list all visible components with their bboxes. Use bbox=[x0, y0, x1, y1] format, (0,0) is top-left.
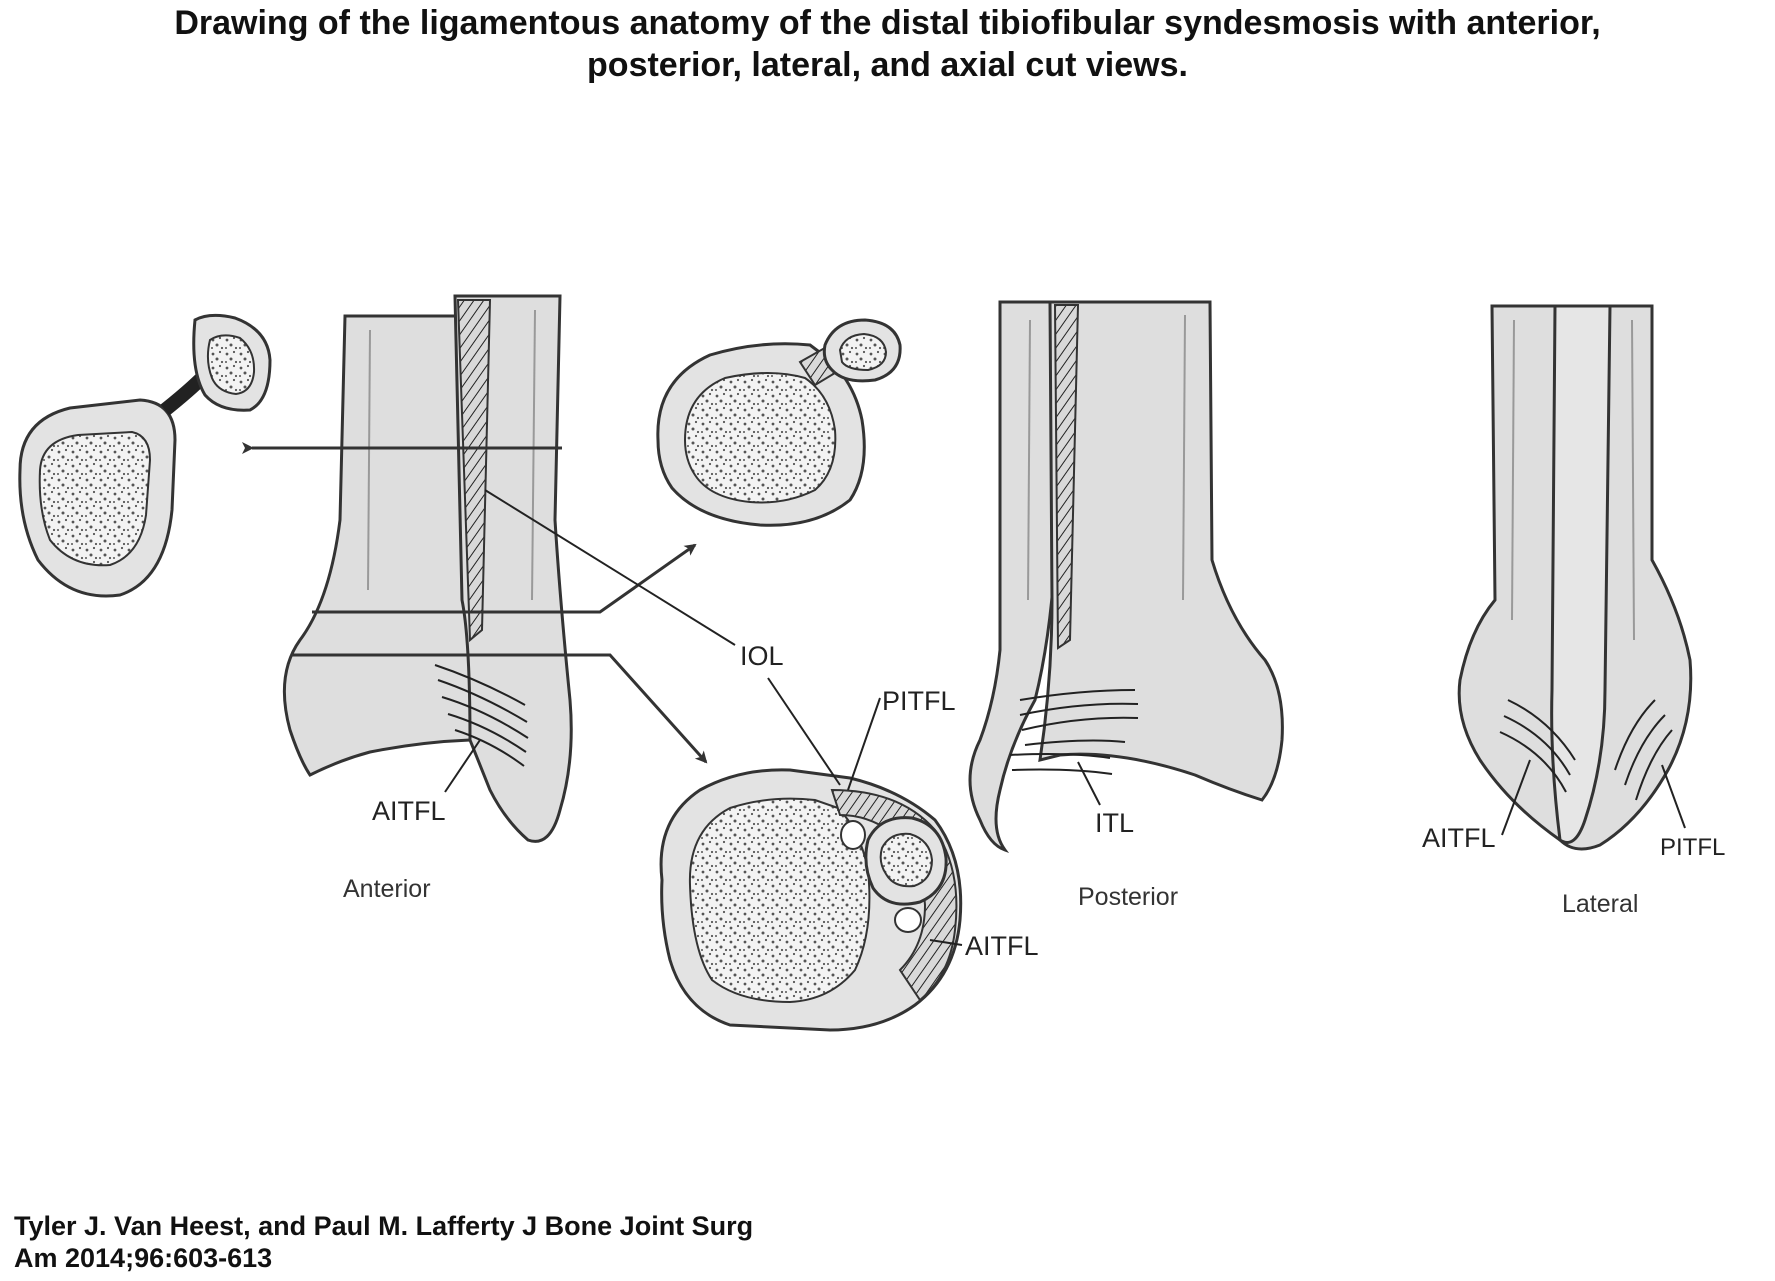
middle-cut-fibula-cancellous bbox=[838, 332, 888, 372]
anterior-tibia bbox=[282, 314, 482, 777]
axial-cut-middle bbox=[656, 318, 902, 527]
itl-label: ITL bbox=[1095, 808, 1134, 838]
posterior-view bbox=[968, 300, 1284, 853]
lower-cut-recess-2 bbox=[894, 907, 922, 933]
slide-title: Drawing of the ligamentous anatomy of th… bbox=[0, 2, 1775, 86]
aitfl-axial-leader bbox=[929, 939, 963, 946]
lateral-fibula bbox=[1550, 304, 1612, 844]
axial-cut-upper bbox=[18, 313, 272, 598]
iol-leaders bbox=[484, 489, 841, 786]
citation-line-2: Am 2014;96:603-613 bbox=[14, 1243, 273, 1273]
aitfl-anterior-leader bbox=[444, 739, 481, 793]
lower-cut-recess-1 bbox=[840, 820, 866, 850]
axial-cut-lower bbox=[659, 768, 963, 1032]
lateral-pitfl-fibers bbox=[1614, 699, 1673, 801]
anterior-view bbox=[282, 294, 573, 843]
anterior-syndesmosis-fibers bbox=[456, 299, 492, 643]
middle-cut-tibia-cancellous bbox=[683, 372, 837, 504]
cut-line-middle bbox=[312, 543, 697, 614]
aitfl-lateral-label: AITFL bbox=[1422, 823, 1496, 853]
title-line-2: posterior, lateral, and axial cut views. bbox=[587, 46, 1188, 84]
lower-cut-fibula-cancellous bbox=[879, 832, 934, 888]
citation: Tyler J. Van Heest, and Paul M. Lafferty… bbox=[14, 1210, 753, 1274]
anterior-aitfl-fibers bbox=[434, 664, 529, 767]
citation-line-1: Tyler J. Van Heest, and Paul M. Lafferty… bbox=[14, 1211, 754, 1241]
posterior-caption: Posterior bbox=[1078, 883, 1178, 911]
aitfl-anterior-label: AITFL bbox=[372, 796, 446, 826]
posterior-pitfl-fibers bbox=[1009, 689, 1139, 775]
pitfl-lateral-leader bbox=[1661, 764, 1686, 829]
posterior-fibula bbox=[968, 300, 1060, 853]
anterior-caption: Anterior bbox=[343, 875, 431, 903]
cut-line-lower bbox=[292, 653, 708, 764]
lower-cut-tibia-cancellous bbox=[688, 797, 871, 1004]
lateral-view bbox=[1457, 304, 1693, 851]
upper-cut-tibia-cancellous bbox=[38, 430, 152, 567]
pitfl-axial-leader bbox=[847, 697, 881, 791]
itl-leader bbox=[1077, 761, 1101, 806]
iol-label: IOL bbox=[740, 641, 784, 671]
lateral-aitfl-fibers bbox=[1499, 699, 1576, 793]
aitfl-lateral-leader bbox=[1501, 759, 1531, 836]
lateral-caption: Lateral bbox=[1562, 890, 1638, 918]
aitfl-axial-label: AITFL bbox=[965, 931, 1039, 961]
pitfl-lateral-label: PITFL bbox=[1660, 834, 1725, 861]
upper-cut-fibula-cancellous bbox=[206, 334, 256, 396]
posterior-syndesmosis-fibers bbox=[1053, 304, 1080, 650]
title-line-1: Drawing of the ligamentous anatomy of th… bbox=[174, 4, 1601, 42]
pitfl-axial-label: PITFL bbox=[882, 686, 956, 716]
posterior-tibia bbox=[1038, 300, 1284, 802]
